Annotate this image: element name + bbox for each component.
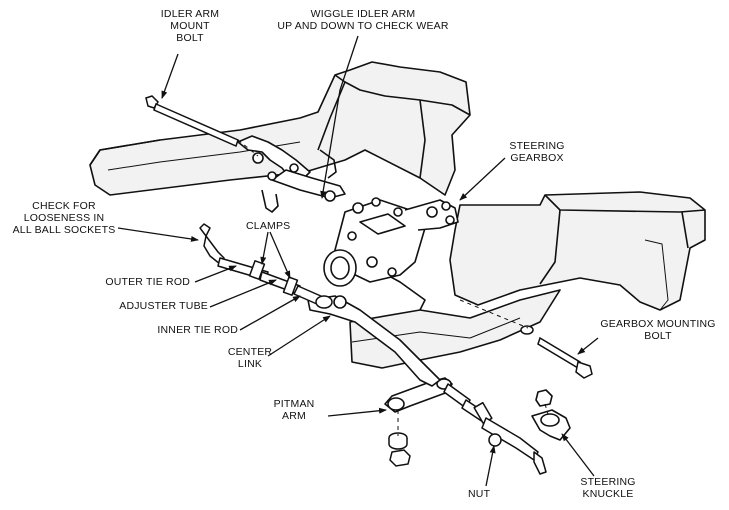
label-outer-tie-rod: OUTER TIE ROD (105, 276, 190, 288)
label-gearbox-mounting-bolt: GEARBOX MOUNTING BOLT (600, 318, 716, 342)
label-check-ball-sockets: CHECK FOR LOOSENESS IN ALL BALL SOCKETS (12, 200, 116, 236)
steering-knuckle (531, 389, 571, 441)
idler-mount-bolt (145, 95, 239, 148)
right-tie-rod (443, 383, 547, 475)
steering-gearbox (323, 197, 459, 287)
label-center-link: CENTER LINK (227, 346, 273, 370)
center-link (307, 295, 441, 387)
label-clamps: CLAMPS (246, 220, 291, 232)
frame-right-rail (449, 191, 706, 311)
left-tie-rod (199, 223, 333, 309)
label-idler-arm-mount-bolt: IDLER ARM MOUNT BOLT (160, 8, 220, 44)
label-wiggle-idler-arm: WIGGLE IDLER ARM UP AND DOWN TO CHECK WE… (277, 8, 449, 32)
gearbox-mount-bolt (520, 325, 593, 379)
label-nut: NUT (468, 488, 491, 500)
pitman-arm (384, 377, 453, 413)
bolt-dashed-lines (237, 139, 549, 436)
label-pitman-arm: PITMAN ARM (273, 398, 315, 422)
label-steering-knuckle: STEERING KNUCKLE (580, 476, 636, 500)
pitman-nut (388, 432, 411, 467)
label-steering-gearbox: STEERING GEARBOX (509, 140, 565, 164)
label-adjuster-tube: ADJUSTER TUBE (119, 300, 208, 312)
label-inner-tie-rod: INNER TIE ROD (157, 324, 238, 336)
leader-lines (117, 35, 599, 487)
idler-arm (237, 135, 346, 213)
